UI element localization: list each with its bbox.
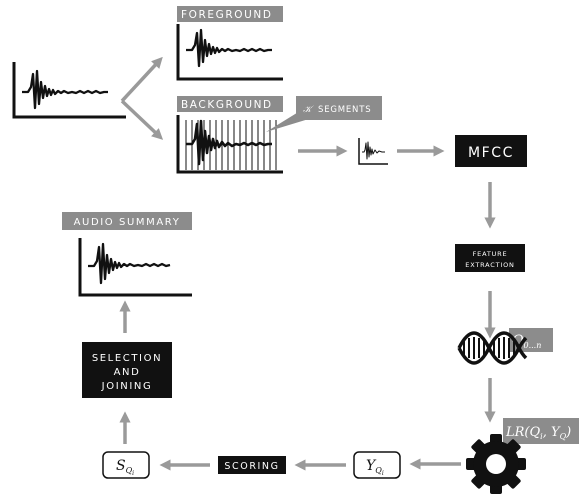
svg-text:AUDIO SUMMARY: AUDIO SUMMARY: [74, 217, 181, 228]
segments-callout: 𝒦 SEGMENTS: [266, 96, 382, 132]
feature-extraction-box: FEATURE EXTRACTION: [455, 244, 525, 272]
svg-text:MFCC: MFCC: [468, 145, 514, 161]
scoring-box: SCORING: [218, 456, 286, 474]
svg-text:JOINING: JOINING: [101, 381, 153, 392]
input-waveform-icon: [12, 62, 126, 119]
background-segmented-waveform-icon: [176, 115, 283, 174]
s-box: SQi: [102, 451, 150, 479]
svg-text:SQi: SQi: [116, 458, 134, 477]
background-label: BACKGROUND: [177, 96, 283, 112]
svg-text:AND: AND: [114, 367, 141, 378]
arrow-to-background: [120, 99, 164, 140]
selection-joining-box: SELECTION AND JOINING: [82, 342, 172, 398]
svg-text:𝒦: 𝒦: [303, 105, 314, 115]
svg-text:BACKGROUND: BACKGROUND: [181, 99, 273, 111]
foreground-label: FOREGROUND: [177, 6, 283, 22]
foreground-waveform-icon: [176, 24, 283, 81]
mfcc-box: MFCC: [455, 135, 527, 167]
svg-text:FEATURE: FEATURE: [473, 250, 508, 258]
summary-waveform-icon: [78, 238, 192, 297]
svg-text:FOREGROUND: FOREGROUND: [181, 9, 273, 21]
dna-icon: [457, 331, 528, 365]
svg-text:SCORING: SCORING: [224, 461, 279, 472]
svg-text:YQi: YQi: [366, 458, 384, 477]
audio-summary-label: AUDIO SUMMARY: [62, 212, 192, 230]
segment-waveform-icon: [358, 138, 388, 165]
gear-icon: [466, 434, 526, 494]
svg-text:SELECTION: SELECTION: [92, 353, 162, 364]
svg-text:LR(Qi, YQ): LR(Qi, YQ): [505, 425, 571, 441]
y-box: YQi: [353, 451, 401, 479]
arrow-to-foreground: [120, 56, 163, 103]
svg-text:EXTRACTION: EXTRACTION: [465, 261, 514, 269]
lr-label: LR(Qi, YQ): [503, 418, 579, 444]
svg-text:SEGMENTS: SEGMENTS: [318, 105, 371, 115]
